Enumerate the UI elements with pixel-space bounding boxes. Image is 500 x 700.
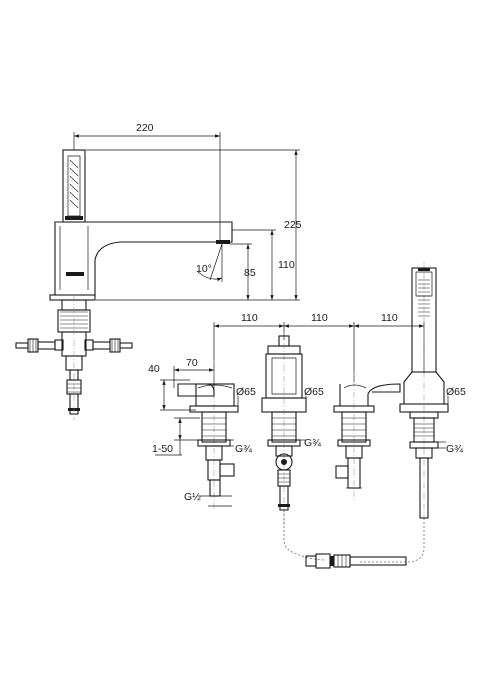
dim-label-spacing-2: 110 [311,312,328,324]
spout-side-view [15,149,233,420]
dim-handle-length: 70 [173,357,214,388]
valve-left [177,360,239,510]
dim-spout-reach: 220 [73,122,221,240]
angle-label: 10° [196,263,212,275]
dim-label-220: 220 [136,122,154,134]
rosette-label-2: Ø65 [304,386,324,398]
thread-label-2: G¾ [304,437,321,449]
angle-indicator: 10° [196,243,223,282]
dim-label-225: 225 [284,219,302,231]
dim-base-outlet: 85 [230,243,256,300]
dim-label-spacing-3: 110 [381,312,398,324]
hose [283,510,425,569]
thread-label-outlet: G½ [184,491,201,503]
dim-label-spacing-1: 110 [241,312,258,324]
dim-label-deck: 1-50 [152,443,173,455]
dim-deck-thickness: 1-50 [152,417,200,456]
thread-dims: G¾ G¾ G¾ [226,437,463,455]
rosette-label-1: Ø65 [236,386,256,398]
thread-label-1: G¾ [235,443,252,455]
dim-total-height: 225 [86,149,302,301]
rosette-dims: Ø65 Ø65 Ø65 [236,386,466,406]
valve-diverter [261,332,307,530]
dim-label-70: 70 [186,357,198,369]
dim-outlet-height: 110 [232,229,295,300]
thread-label-3: G¾ [446,443,463,455]
dim-label-85: 85 [244,267,256,279]
dim-label-40: 40 [148,363,160,375]
rosette-label-3: Ø65 [446,386,466,398]
dim-spacing: 110 110 110 [213,312,425,392]
hand-shower [399,262,449,520]
dim-label-110-outlet: 110 [278,259,295,271]
valve-right [333,370,401,500]
